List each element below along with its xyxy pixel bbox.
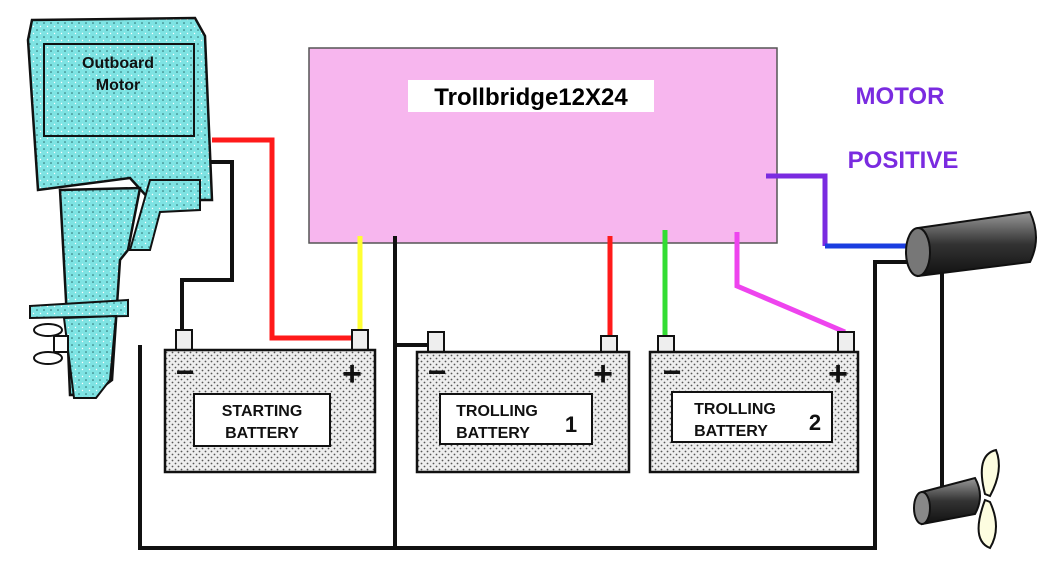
- black-wire-ground-loop: [138, 236, 397, 550]
- battery-starting: − + STARTING BATTERY: [163, 329, 377, 474]
- battery-starting-label-line1: STARTING: [222, 403, 303, 420]
- battery-trolling-1-label-line1: TROLLING: [456, 403, 538, 420]
- battery-trolling-2: − + TROLLING BATTERY 2: [648, 331, 860, 474]
- outboard-motor-icon: Outboard Motor: [26, 16, 214, 399]
- outboard-label-line2: Motor: [96, 77, 140, 94]
- controller-label: Trollbridge12X24: [434, 84, 628, 111]
- battery-trolling-2-label-line1: TROLLING: [694, 401, 776, 418]
- battery-starting-pos-terminal: +: [342, 355, 362, 393]
- battery-trolling-1: − + TROLLING BATTERY 1: [415, 331, 631, 474]
- motor-positive-line2: POSITIVE: [848, 147, 959, 174]
- controller-label-bg: [408, 80, 654, 112]
- purple-wire-motor-positive: [766, 173, 828, 246]
- battery-trolling-2-neg-terminal: −: [663, 354, 682, 390]
- battery-trolling-1-number: 1: [565, 412, 577, 437]
- magenta-wire-battery2: [734, 232, 846, 335]
- battery-starting-neg-terminal: −: [176, 354, 195, 390]
- battery-trolling-2-label-line2: BATTERY: [694, 423, 768, 440]
- red-wire-outboard: [212, 137, 355, 341]
- outboard-label-line1: Outboard: [82, 55, 154, 72]
- battery-trolling-2-number: 2: [809, 410, 821, 435]
- trolling-motor-icon: [905, 210, 1037, 550]
- battery-trolling-2-pos-terminal: +: [828, 355, 848, 393]
- battery-trolling-1-label-line2: BATTERY: [456, 425, 530, 442]
- motor-positive-line1: MOTOR: [856, 83, 945, 110]
- battery-trolling-1-neg-terminal: −: [428, 354, 447, 390]
- controller-box: [308, 47, 778, 244]
- battery-starting-label-line2: BATTERY: [225, 425, 299, 442]
- black-wire-outboard-ground: [180, 160, 234, 338]
- black-wire-trolling-neg: [395, 260, 912, 550]
- battery-trolling-1-pos-terminal: +: [593, 355, 613, 393]
